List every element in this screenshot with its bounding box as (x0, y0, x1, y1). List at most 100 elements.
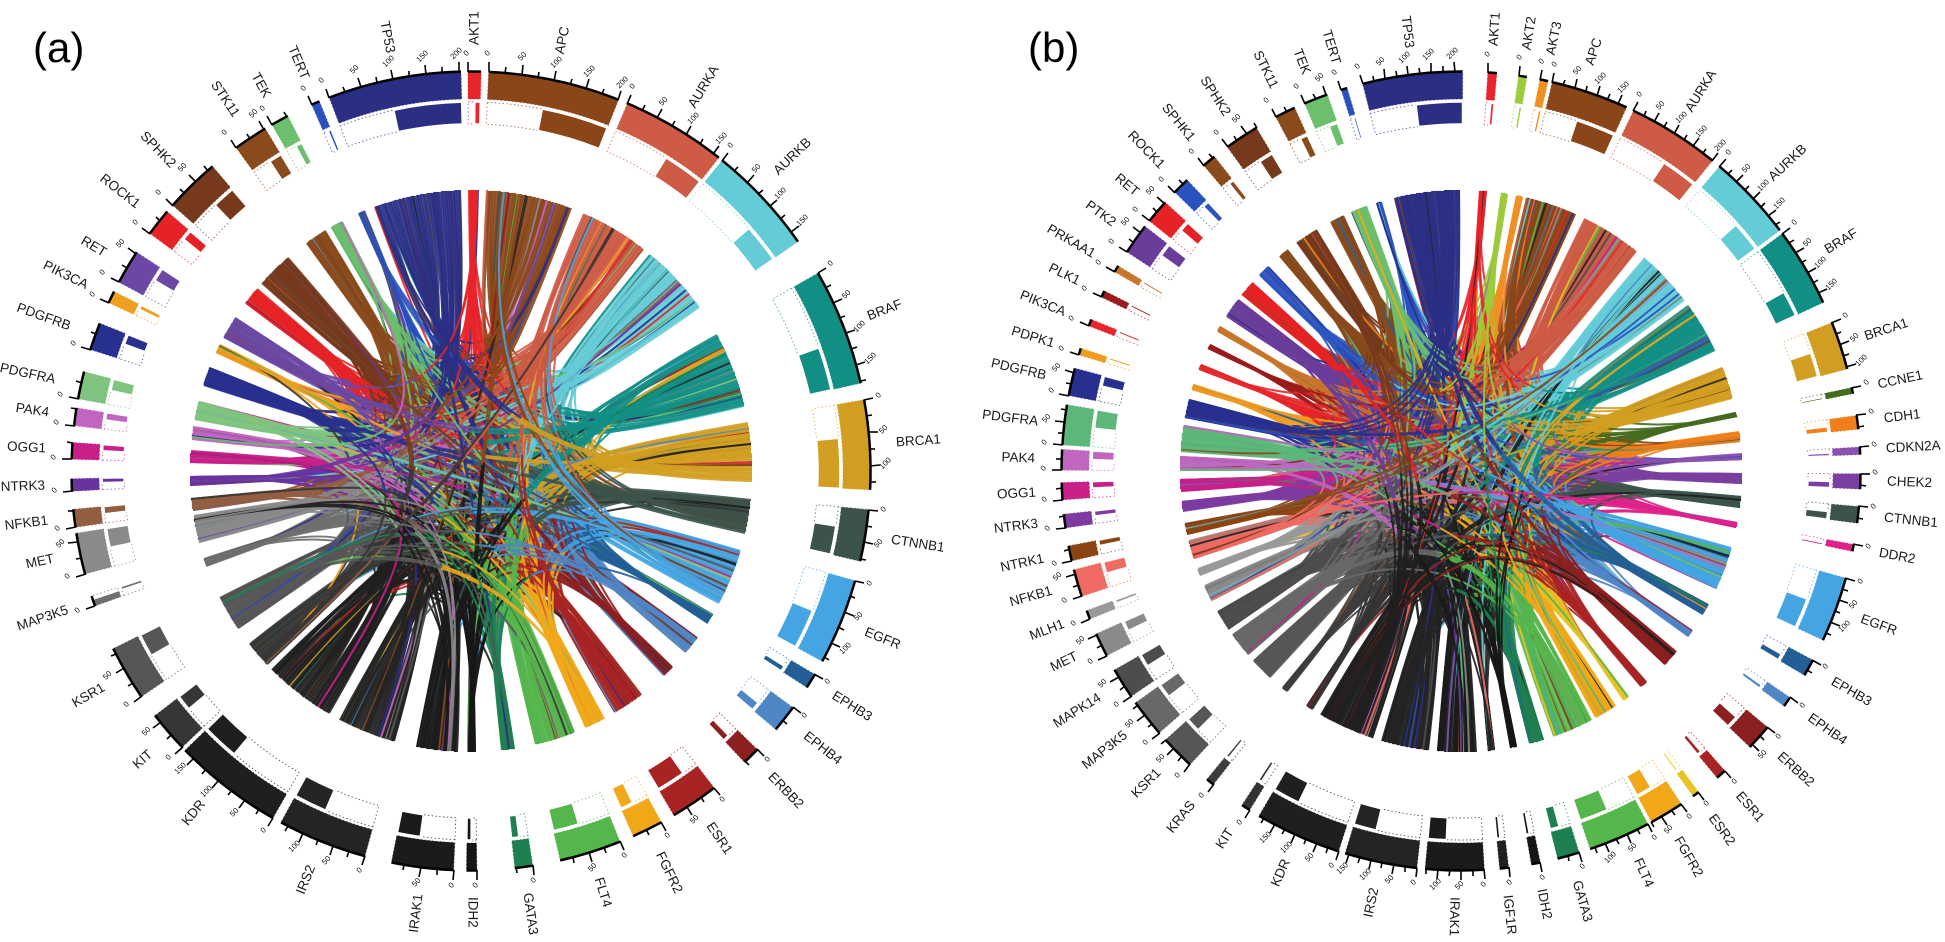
svg-text:0: 0 (53, 523, 63, 533)
svg-text:0: 0 (462, 48, 472, 58)
svg-text:0: 0 (1197, 790, 1207, 800)
svg-text:0: 0 (52, 417, 62, 427)
svg-text:0: 0 (1515, 52, 1525, 62)
svg-text:0: 0 (1870, 439, 1880, 449)
svg-text:IRAK1: IRAK1 (406, 893, 426, 934)
svg-text:0: 0 (718, 794, 728, 804)
svg-text:0: 0 (879, 504, 889, 514)
svg-text:0: 0 (73, 605, 83, 615)
svg-text:0: 0 (529, 875, 539, 885)
svg-text:0: 0 (483, 48, 493, 58)
svg-text:IRAK1: IRAK1 (1447, 897, 1463, 936)
svg-text:IDH2: IDH2 (1535, 887, 1556, 920)
svg-text:0: 0 (1187, 146, 1197, 156)
svg-text:0: 0 (1537, 56, 1547, 66)
svg-text:0: 0 (1212, 127, 1222, 137)
svg-text:0: 0 (823, 676, 833, 686)
svg-text:0: 0 (1047, 385, 1057, 395)
svg-text:0: 0 (471, 880, 481, 890)
svg-text:AKT1: AKT1 (467, 11, 482, 45)
svg-text:0: 0 (49, 452, 59, 462)
svg-text:OGG1: OGG1 (997, 485, 1037, 502)
svg-text:0: 0 (1235, 817, 1245, 827)
svg-text:0: 0 (63, 571, 73, 581)
svg-text:0: 0 (1409, 877, 1419, 887)
svg-text:(a): (a) (33, 24, 84, 71)
svg-text:0: 0 (1107, 236, 1117, 246)
svg-text:0: 0 (620, 850, 630, 860)
svg-text:0: 0 (1131, 204, 1141, 214)
svg-text:0: 0 (1173, 770, 1183, 780)
svg-text:0: 0 (1650, 832, 1660, 842)
svg-text:0: 0 (1864, 541, 1874, 551)
svg-text:0: 0 (317, 75, 327, 85)
svg-text:0: 0 (1635, 89, 1645, 99)
svg-text:0: 0 (1050, 558, 1060, 568)
svg-text:(b): (b) (1028, 24, 1079, 71)
svg-text:0: 0 (1112, 699, 1122, 709)
svg-text:0: 0 (1550, 59, 1560, 69)
svg-text:0: 0 (800, 710, 810, 720)
svg-text:IDH2: IDH2 (465, 897, 480, 928)
svg-text:MET: MET (24, 551, 55, 572)
svg-text:0: 0 (874, 390, 884, 400)
svg-text:0: 0 (1262, 95, 1272, 105)
svg-text:0: 0 (1080, 283, 1090, 293)
svg-text:0: 0 (1685, 811, 1695, 821)
svg-text:APC: APC (552, 25, 572, 56)
svg-text:0: 0 (663, 830, 673, 840)
svg-text:0: 0 (763, 754, 773, 764)
svg-text:0: 0 (1702, 798, 1712, 808)
svg-text:0: 0 (1841, 310, 1851, 320)
svg-text:0: 0 (1040, 494, 1050, 504)
svg-text:0: 0 (1869, 501, 1879, 511)
svg-text:0: 0 (726, 140, 736, 150)
svg-text:0: 0 (1067, 313, 1077, 323)
svg-text:AKT1: AKT1 (1486, 12, 1503, 47)
svg-text:0: 0 (1069, 618, 1079, 628)
svg-text:0: 0 (1353, 61, 1363, 71)
svg-text:0: 0 (1483, 49, 1493, 59)
svg-text:0: 0 (1157, 174, 1167, 184)
svg-text:TP53: TP53 (377, 20, 398, 55)
svg-text:CHEK2: CHEK2 (1887, 474, 1933, 491)
svg-text:TP53: TP53 (1399, 15, 1418, 49)
svg-text:0: 0 (1790, 217, 1800, 227)
svg-text:AKT2: AKT2 (1519, 15, 1539, 51)
svg-text:PAK4: PAK4 (1001, 449, 1036, 465)
svg-text:GATA3: GATA3 (521, 892, 542, 936)
svg-text:CDKN2A: CDKN2A (1886, 438, 1941, 456)
svg-text:0: 0 (1060, 595, 1070, 605)
svg-text:0: 0 (98, 267, 108, 277)
svg-text:DDR2: DDR2 (1878, 545, 1917, 567)
svg-text:0: 0 (1292, 81, 1302, 91)
svg-text:0: 0 (122, 699, 132, 709)
svg-text:CTNNB1: CTNNB1 (1883, 510, 1938, 531)
svg-text:0: 0 (1505, 877, 1515, 887)
svg-text:0: 0 (69, 338, 79, 348)
svg-text:0: 0 (1730, 776, 1740, 786)
svg-text:0: 0 (1856, 576, 1866, 586)
svg-text:0: 0 (50, 485, 60, 495)
svg-text:PDGFRA: PDGFRA (981, 407, 1039, 429)
svg-text:0: 0 (1086, 656, 1096, 666)
svg-text:0: 0 (220, 127, 230, 137)
svg-text:0: 0 (1141, 737, 1151, 747)
svg-text:0: 0 (164, 752, 174, 762)
svg-text:0: 0 (258, 103, 268, 113)
svg-text:NTRK3: NTRK3 (0, 478, 45, 495)
svg-text:0: 0 (88, 289, 98, 299)
svg-text:BRCA1: BRCA1 (895, 431, 941, 449)
svg-text:0: 0 (1327, 860, 1337, 870)
svg-text:0: 0 (1871, 467, 1881, 477)
svg-text:0: 0 (826, 258, 836, 268)
svg-text:0: 0 (1479, 879, 1489, 889)
svg-text:0: 0 (355, 865, 365, 875)
svg-text:NTRK3: NTRK3 (993, 516, 1039, 536)
svg-text:0: 0 (259, 825, 269, 835)
svg-text:0: 0 (1798, 700, 1808, 710)
svg-text:AKT3: AKT3 (1543, 20, 1565, 56)
svg-text:0: 0 (1724, 147, 1734, 157)
svg-text:0: 0 (628, 81, 638, 91)
svg-text:0: 0 (56, 389, 66, 399)
